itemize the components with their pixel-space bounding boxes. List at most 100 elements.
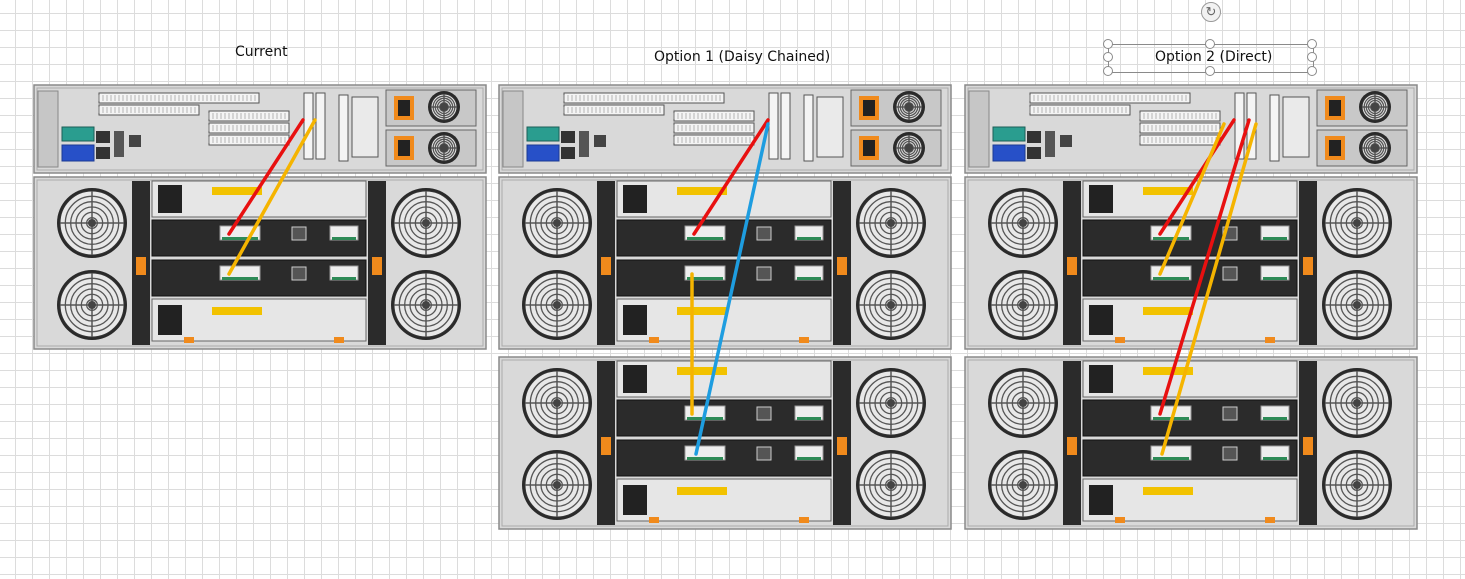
resize-handle-se[interactable]: [1307, 66, 1317, 76]
option1-title: Option 1 (Daisy Chained): [654, 49, 831, 65]
psu-module: [1082, 478, 1298, 522]
pcie-slot: [563, 104, 665, 116]
vga-port-icon: [61, 144, 95, 162]
riser-slot: [1234, 92, 1245, 160]
resize-handle-sw[interactable]: [1103, 66, 1113, 76]
resize-handle-nw[interactable]: [1103, 39, 1113, 49]
port-led: [797, 417, 821, 420]
cable: [227, 118, 317, 276]
port-led: [1263, 457, 1287, 460]
power-socket-icon: [623, 485, 647, 515]
port-led: [332, 237, 356, 240]
ethernet-port-icon: [96, 131, 110, 143]
cable: [1158, 118, 1236, 236]
power-socket-icon: [623, 185, 647, 213]
vga-port-icon: [992, 144, 1026, 162]
power-socket-icon: [398, 140, 410, 156]
power-socket-icon: [158, 185, 182, 213]
warning-label: [212, 307, 262, 315]
rail-latch: [601, 437, 611, 455]
ethernet-port-icon: [96, 147, 110, 159]
port-led: [1153, 457, 1189, 460]
serial-port-icon: [526, 126, 560, 142]
warning-label: [1143, 367, 1193, 375]
psu-module: [616, 478, 832, 522]
resize-handle-ne[interactable]: [1307, 39, 1317, 49]
power-socket-icon: [1329, 100, 1341, 116]
psu-module: [1082, 360, 1298, 398]
power-socket-icon: [623, 305, 647, 335]
port-led: [687, 237, 723, 240]
storage-shelf: [33, 176, 487, 350]
port-led: [797, 277, 821, 280]
usb-port-icon: [114, 131, 124, 157]
port-led: [1153, 277, 1189, 280]
psu-module: [616, 360, 832, 398]
power-socket-icon: [158, 305, 182, 335]
storage-shelf: [964, 176, 1418, 350]
chassis-ear: [37, 90, 59, 168]
warning-label: [677, 367, 727, 375]
ethernet-port-icon: [1222, 446, 1238, 461]
cable: [227, 118, 305, 236]
resize-handle-w[interactable]: [1103, 52, 1113, 62]
option2-title[interactable]: Option 2 (Direct): [1155, 49, 1273, 65]
resize-handle-s[interactable]: [1205, 66, 1215, 76]
rail-latch: [837, 257, 847, 275]
cable: [694, 122, 770, 456]
rotate-handle-icon[interactable]: ↻: [1201, 2, 1221, 22]
warning-label: [677, 487, 727, 495]
chassis-ear: [502, 90, 524, 168]
storage-shelf: [498, 356, 952, 530]
riser-slot: [315, 92, 326, 160]
server-chassis: [498, 84, 952, 174]
ethernet-port-icon: [129, 135, 141, 147]
riser-slot: [338, 94, 349, 162]
power-socket-icon: [1329, 140, 1341, 156]
ethernet-port-icon: [756, 266, 772, 281]
power-socket-icon: [863, 100, 875, 116]
current-rack: [33, 84, 487, 350]
server-chassis: [964, 84, 1418, 174]
cable: [1158, 118, 1251, 416]
ethernet-port-icon: [561, 131, 575, 143]
riser-slot: [780, 92, 791, 160]
warning-label: [1143, 487, 1193, 495]
ethernet-port-icon: [291, 226, 307, 241]
pcie-slot: [1029, 104, 1131, 116]
psu-module: [151, 298, 367, 342]
current-title: Current: [235, 44, 288, 60]
port-led: [1263, 237, 1287, 240]
option2-rack: [964, 84, 1418, 530]
rail-latch: [601, 257, 611, 275]
rail-latch: [372, 257, 382, 275]
ethernet-port-icon: [291, 266, 307, 281]
rail-latch: [1067, 437, 1077, 455]
storage-shelf: [964, 356, 1418, 530]
serial-port-icon: [61, 126, 95, 142]
ethernet-port-icon: [1027, 147, 1041, 159]
resize-handle-e[interactable]: [1307, 52, 1317, 62]
port-led: [1263, 417, 1287, 420]
power-socket-icon: [1089, 185, 1113, 213]
rail-latch: [837, 437, 847, 455]
ethernet-port-icon: [1060, 135, 1072, 147]
riser-slot: [803, 94, 814, 162]
power-socket-icon: [1089, 305, 1113, 335]
ethernet-port-icon: [594, 135, 606, 147]
rail-latch: [136, 257, 146, 275]
resize-handle-n[interactable]: [1205, 39, 1215, 49]
ethernet-port-icon: [561, 147, 575, 159]
port-led: [222, 277, 258, 280]
riser-bracket: [351, 96, 379, 158]
power-socket-icon: [863, 140, 875, 156]
riser-bracket: [1282, 96, 1310, 158]
port-led: [1263, 277, 1287, 280]
ethernet-port-icon: [756, 406, 772, 421]
chassis-ear: [968, 90, 990, 168]
power-socket-icon: [1089, 485, 1113, 515]
cable: [692, 118, 770, 236]
cable: [1158, 122, 1226, 276]
cable: [1160, 122, 1258, 456]
port-led: [797, 457, 821, 460]
